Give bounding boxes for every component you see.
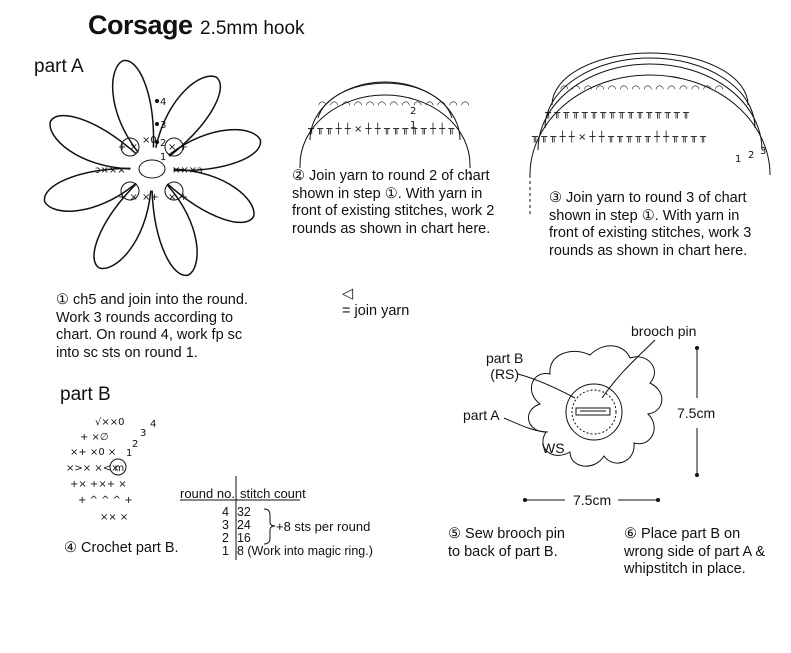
table-header-count: stitch count — [240, 486, 306, 501]
petal-loop — [167, 168, 255, 224]
stitch-cluster: × + — [168, 192, 188, 203]
petal-loops — [43, 59, 262, 277]
part-a-assembly-label: part A — [463, 407, 500, 423]
row-number: 2 — [410, 106, 416, 117]
petal-loop — [93, 183, 152, 270]
table-header-round: round no. — [180, 486, 235, 501]
step4-instruction: ④ Crochet part B. — [64, 540, 179, 556]
magic-ring — [109, 458, 127, 476]
step6-instruction: ⑥ Place part B on wrong side of part A &… — [624, 526, 766, 577]
step5-instruction: ⑤ Sew brooch pin to back of part B. — [448, 526, 565, 560]
center-ring — [138, 159, 166, 179]
arc-row-2 — [544, 57, 756, 129]
part-a-outline — [528, 345, 663, 467]
height-label: 7.5cm — [677, 405, 716, 421]
leader-part-b — [517, 373, 576, 399]
part-a-chart: ɔ××× ×××ɔ ×0 ×+ + × × + + × × + 4 3 2 1 — [43, 59, 262, 277]
inner-loop — [120, 137, 140, 157]
assembly-diagram — [503, 339, 699, 502]
arc-base — [529, 74, 771, 176]
row-number: 1 — [735, 154, 741, 165]
inner-loop — [164, 181, 184, 201]
part-b-label: part B — [60, 384, 111, 405]
arc-row-3 — [551, 52, 749, 106]
stitch-row: ◠ ◠ ◠ ◠ ◠ ◠ ◠ ◠ ◠ ◠ ◠ ◠ ◠ ◠ — [560, 84, 723, 95]
magic-ring-label: m — [115, 463, 125, 474]
petal-loop — [43, 167, 137, 212]
arc-row-1 — [537, 63, 763, 151]
round-number: 3 — [140, 428, 146, 439]
round-number: 4 — [160, 97, 166, 108]
table-bracket — [263, 508, 276, 545]
petal-loop — [49, 114, 137, 170]
round-number: 1 — [126, 448, 132, 459]
petal-loop — [168, 128, 262, 172]
brooch-pin-label: brooch pin — [631, 323, 697, 339]
stitch-row: ◠ ◠ ◠ ◠ ◠ ◠ ◠ ◠ ◠ ◠ ◠ ◠ ◠ — [318, 100, 470, 111]
inner-loop — [164, 137, 184, 157]
stitch-row: ×× × — [100, 512, 128, 523]
round-number: 3 — [160, 120, 166, 131]
stitch-row: ×>× ×<× — [66, 463, 119, 474]
step2-chart: ╥ ╥ ╥ ┼ ┼ × ┼ ┼ ╥ ╥ ╥ ╥ ╥ ┼ ┼ ╥ ◠ ◠ ◠ ◠ … — [299, 81, 471, 180]
part-b-rs-label: part B (RS) — [486, 350, 524, 382]
stitch-cluster: + × — [118, 192, 138, 203]
stitch-cluster: + × — [118, 142, 138, 153]
join-yarn-text: = join yarn — [342, 303, 410, 319]
width-label: 7.5cm — [573, 492, 612, 508]
round-number: 2 — [132, 439, 138, 450]
inner-loop — [120, 181, 140, 201]
join-yarn-icon: ◁ — [342, 285, 354, 302]
bracket-note: +8 sts per round — [276, 519, 371, 534]
round-number: 2 — [160, 138, 166, 149]
stitch-row: ╥ ╥ ╥ ┼ ┼ × ┼ ┼ ╥ ╥ ╥ ╥ ╥ ┼ ┼ ╥ ╥ ╥ ╥ — [531, 130, 707, 143]
step3-instruction: ③ Join yarn to round 3 of chart shown in… — [549, 190, 752, 259]
row-number: 3 — [760, 146, 766, 157]
ws-label: WS — [542, 440, 565, 456]
stitch-row-left: ɔ××× — [95, 165, 126, 176]
stitch-row: √××0 — [95, 417, 125, 428]
stitch-col-top: ×0 — [142, 135, 157, 146]
hook-size: 2.5mm hook — [200, 18, 305, 39]
step2-instruction: ② Join yarn to round 2 of chart shown in… — [292, 168, 495, 237]
petal-loop — [151, 184, 198, 277]
arc-row-1 — [309, 81, 461, 141]
row-number: 1 — [410, 120, 416, 131]
stitch-col-bottom: ×+ — [142, 192, 159, 203]
petal-loop — [111, 59, 155, 153]
step3-chart: ╥ ╥ ╥ ┼ ┼ × ┼ ┼ ╥ ╥ ╥ ╥ ╥ ┼ ┼ ╥ ╥ ╥ ╥ ╥ … — [529, 52, 771, 215]
arc-base — [299, 94, 471, 166]
stitch-row: ╥ ╥ ╥ ╥ ╥ ╥ ╥ ╥ ╥ ╥ ╥ ╥ ╥ ╥ ╥ ╥ — [544, 108, 690, 119]
leader-brooch-pin — [601, 339, 656, 399]
leader-part-a — [503, 417, 549, 433]
step1-instruction: ① ch5 and join into the round. Work 3 ro… — [56, 292, 248, 361]
part-b-chart: m √××0 + ×∅ ×+ ×0 × ×>× ×<× +× +×+ × + ^… — [66, 417, 156, 523]
stitch-row: + ×∅ — [80, 432, 109, 443]
stitch-row: ╥ ╥ ╥ ┼ ┼ × ┼ ┼ ╥ ╥ ╥ ╥ ╥ ┼ ┼ ╥ — [307, 122, 455, 135]
part-b-circle — [565, 383, 623, 441]
legend-join-yarn: ◁ = join yarn — [342, 268, 409, 321]
arc-row-2 — [317, 82, 453, 119]
row-number: 2 — [748, 150, 754, 161]
stitch-cluster: × + — [168, 142, 188, 153]
page-title: Corsage — [88, 10, 193, 40]
petal-loop — [155, 75, 222, 157]
stitch-row: +× +×+ × — [70, 479, 127, 490]
stitch-row: ×+ ×0 × — [70, 447, 116, 458]
round-number: 1 — [160, 152, 166, 163]
stitch-row: + ^ ^ ^ + — [78, 495, 133, 506]
part-a-label: part A — [34, 56, 84, 77]
round-number: 4 — [150, 419, 156, 430]
stitch-row-right: ×××ɔ — [172, 165, 203, 176]
